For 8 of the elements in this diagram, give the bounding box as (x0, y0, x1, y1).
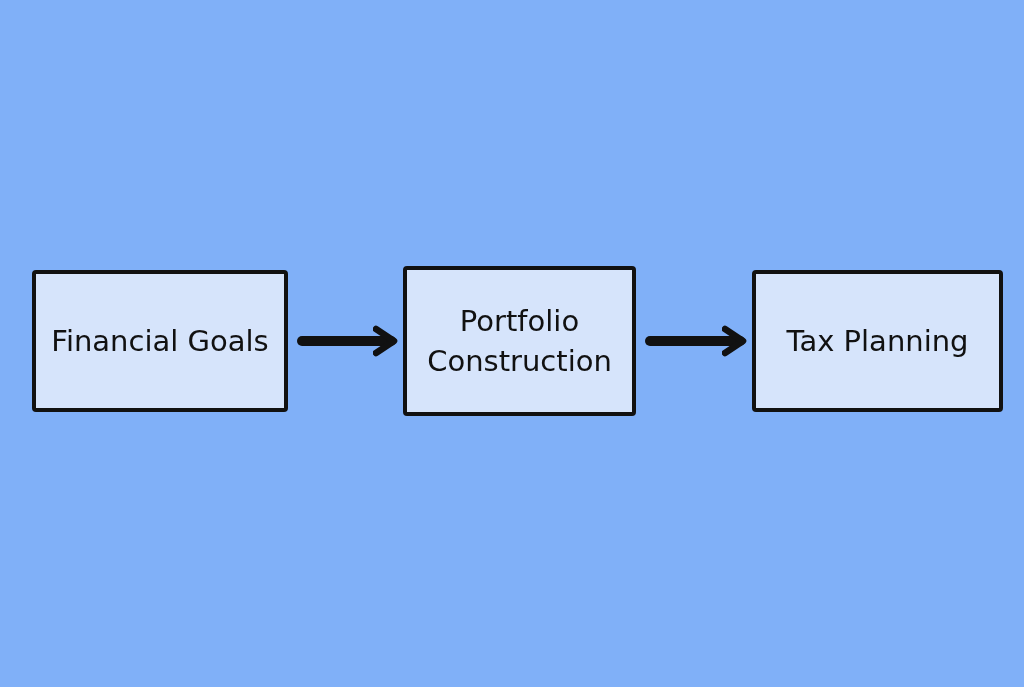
box-label: Portfolio Construction (426, 303, 613, 380)
arrow (645, 325, 747, 357)
arrow (297, 325, 398, 357)
process-box (403, 266, 636, 416)
box-label: Tax Planning (786, 323, 969, 360)
process-box (752, 270, 1003, 412)
process-box (32, 270, 288, 412)
box-label: Financial Goals (51, 323, 269, 360)
